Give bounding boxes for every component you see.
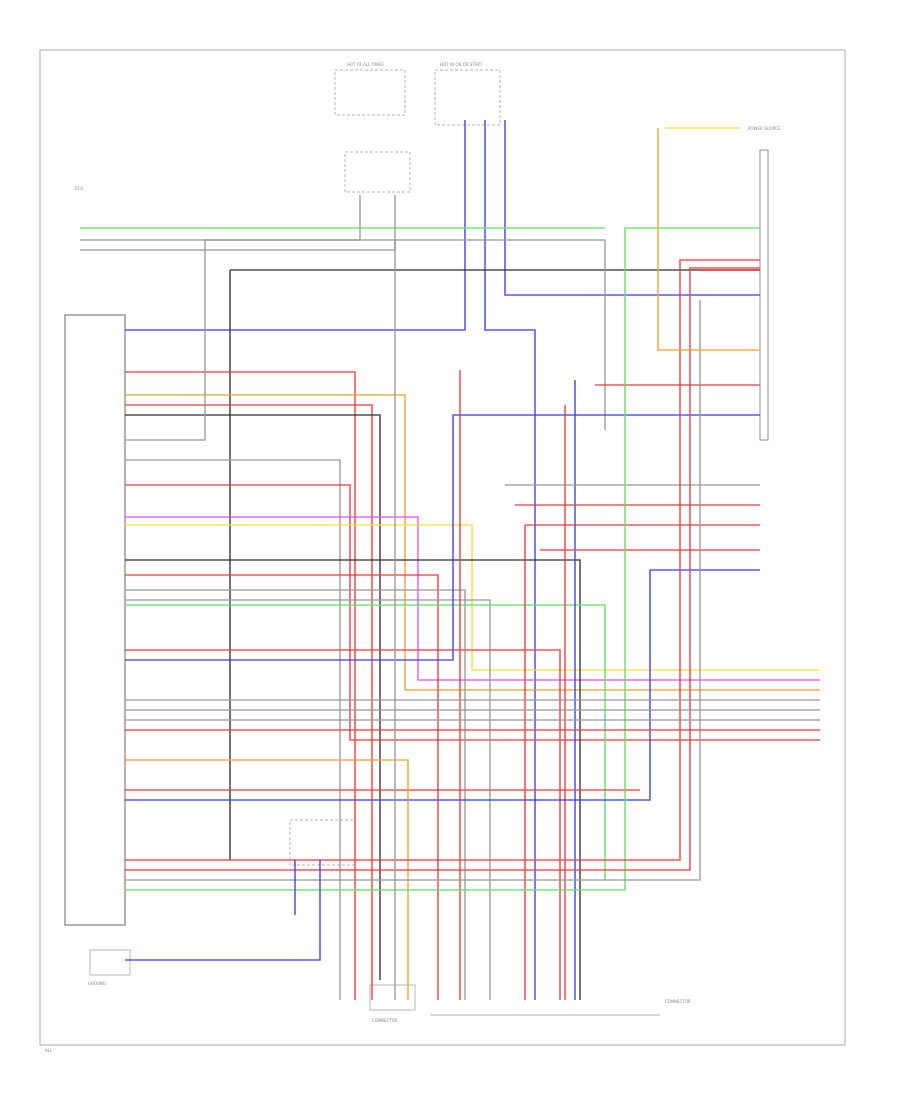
wire-blue-41 — [125, 860, 321, 961]
wire-group — [80, 120, 820, 1000]
diagram-frame — [39, 49, 846, 1046]
inner-relay-block — [289, 819, 356, 866]
wire-black-14 — [125, 559, 581, 1000]
right-module-label: POWER SOURCE — [748, 126, 781, 131]
bottom-ground-block — [89, 949, 131, 976]
footer-label: ALL — [45, 1048, 53, 1053]
right-connector-block — [759, 149, 769, 441]
wire-red-35 — [125, 259, 760, 861]
wire-gray-38 — [125, 300, 701, 881]
wire-red-36 — [125, 267, 760, 871]
wire-blue-20 — [125, 414, 760, 661]
wire-blue-0 — [125, 120, 466, 331]
wire-yellow-13 — [125, 524, 820, 671]
wire-orange-39 — [657, 128, 760, 351]
wire-black-8 — [125, 414, 381, 980]
wire-gray-48 — [80, 195, 361, 241]
wire-green-18 — [125, 604, 606, 880]
wire-blue-2 — [504, 120, 760, 296]
wire-gray-16 — [125, 589, 466, 1000]
wire-red-7 — [125, 404, 373, 1000]
left-module-label: ECU — [75, 186, 83, 191]
wire-gray-10 — [125, 459, 341, 1000]
wire-gray-17 — [125, 599, 491, 1000]
wire-gray-49 — [80, 195, 396, 251]
wire-red-15 — [125, 574, 439, 1000]
wire-orange-33 — [125, 759, 409, 1000]
fuse-label-mid: HOT IN ON OR START — [440, 62, 483, 67]
right-connector-label: CONNECTOR — [665, 999, 691, 1004]
top-left-fuse-block — [334, 69, 406, 116]
fuse-label-left: HOT AT ALL TIMES — [347, 62, 384, 67]
labels-group: HOT AT ALL TIMES HOT IN ON OR START POWE… — [45, 62, 781, 1053]
wire-red-19 — [125, 649, 561, 1000]
left-control-module — [64, 314, 126, 926]
mid-connector-label: CONNECTOR — [372, 1018, 398, 1023]
wire-red-11 — [125, 484, 820, 741]
wire-pink-12 — [125, 516, 820, 681]
top-relay-block — [344, 151, 411, 193]
ground-label: GROUND — [88, 981, 106, 986]
wire-blue-30 — [125, 570, 651, 801]
bottom-mid-connector — [369, 984, 416, 1011]
wire-orange-6 — [125, 394, 820, 691]
top-mid-fuse-block — [434, 69, 501, 126]
wire-green-34 — [125, 227, 760, 891]
wire-blue-1 — [484, 120, 536, 1000]
